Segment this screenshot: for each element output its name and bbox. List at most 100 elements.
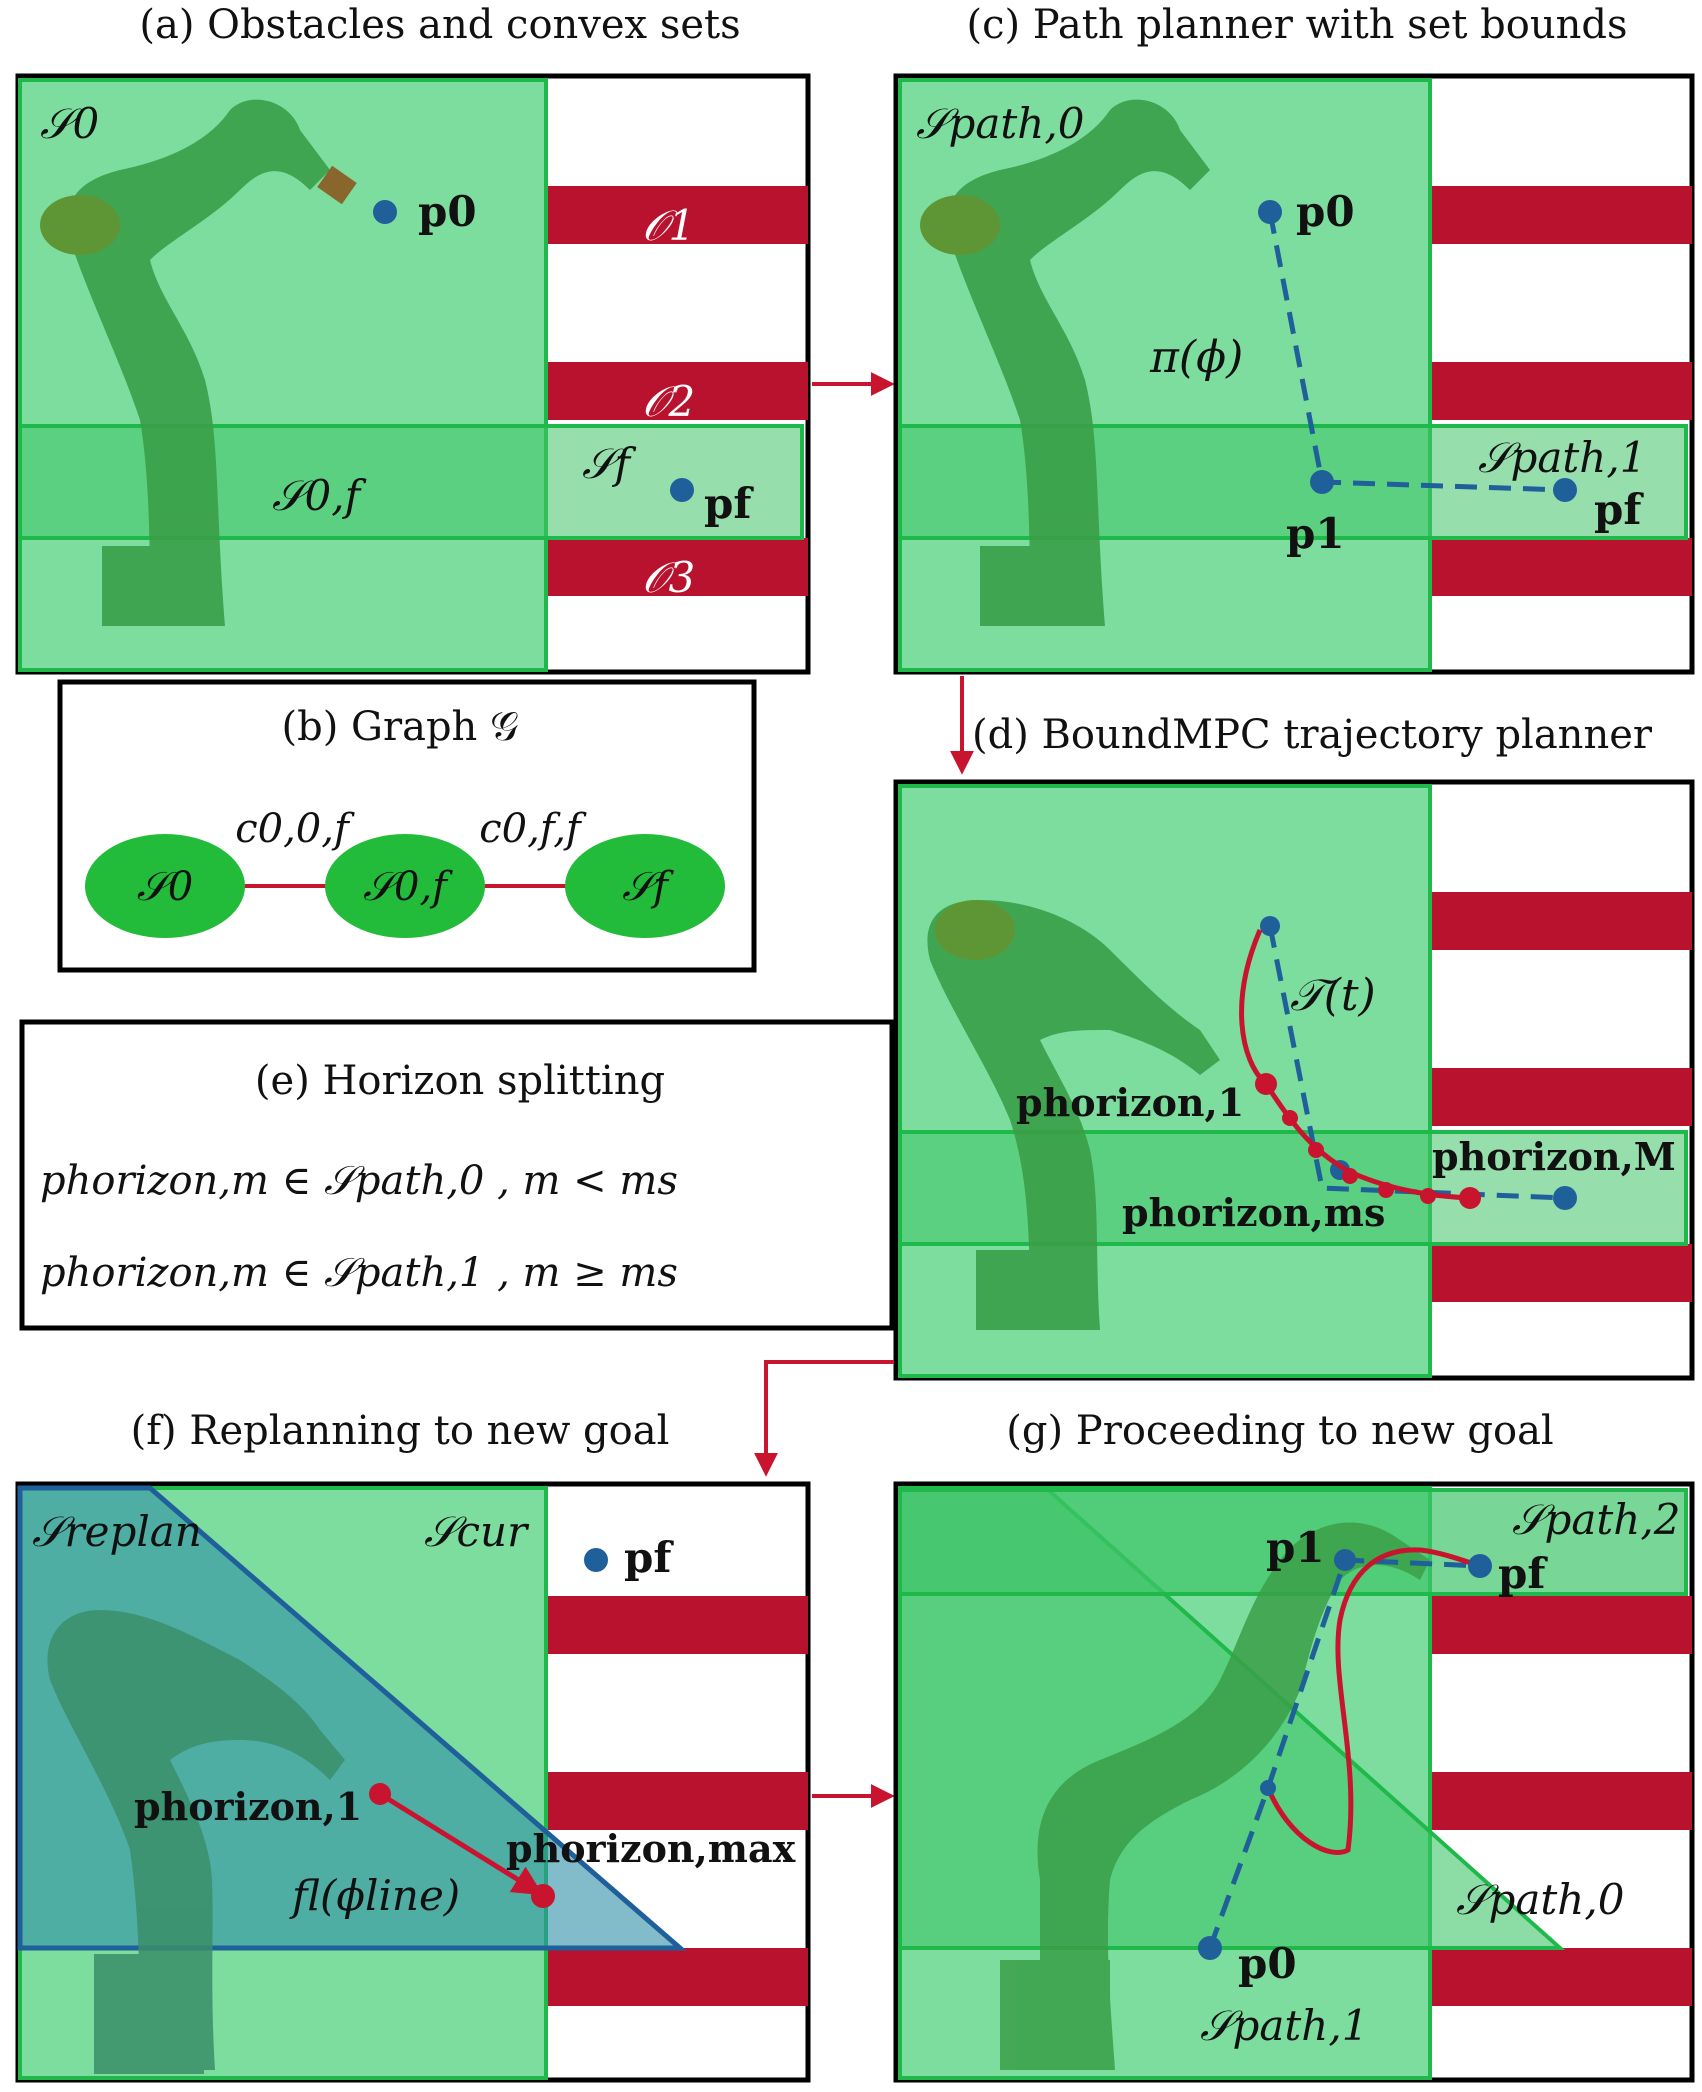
label-o1: 𝒪1 <box>642 201 695 250</box>
obstacle-d2 <box>1432 1068 1692 1126</box>
point-c-p1 <box>1310 470 1334 494</box>
panel-f: (f) Replanning to new goal 𝒮replan 𝒮cur … <box>15 1408 811 2083</box>
obstacle-g1 <box>1432 1596 1692 1654</box>
label-s0: 𝒮0 <box>40 99 99 148</box>
robot-arm-icon <box>40 99 357 626</box>
label-pf: pf <box>704 479 754 528</box>
point-c-p0 <box>1258 200 1282 224</box>
graph-node-s0 <box>85 834 245 938</box>
panel-e-frame <box>19 1019 895 1331</box>
horizon-point-1 <box>1255 1073 1277 1095</box>
robot-arm-icon-f <box>47 1610 345 2074</box>
point-g-pf <box>1468 1554 1492 1578</box>
point-g-p1 <box>1334 1549 1356 1571</box>
obstacle-g3 <box>1432 1948 1692 2006</box>
horizon-point-4 <box>1342 1168 1358 1184</box>
label-phms: phorizon,ms <box>1122 1190 1385 1235</box>
panel-d: (d) BoundMPC trajectory planner 𝒯(t) pho… <box>893 712 1695 1381</box>
label-sreplan: 𝒮replan <box>32 1507 202 1556</box>
label-traj: 𝒯(t) <box>1290 970 1376 1021</box>
trajectory-g <box>1265 1547 1481 1855</box>
edge-0-label: c0,0,f <box>235 806 355 852</box>
point-f-pf <box>584 1548 608 1572</box>
label-o2: 𝒪2 <box>642 377 695 426</box>
arrow-d-to-f <box>754 1360 894 1477</box>
horizon-point-6 <box>1420 1188 1436 1204</box>
obstacle-c2 <box>1432 362 1692 420</box>
obstacle-d1 <box>1432 892 1692 950</box>
panel-c: (c) Path planner with set bounds 𝒮path,0… <box>893 2 1695 675</box>
label-g-p0: p0 <box>1238 1939 1297 1988</box>
label-o3: 𝒪3 <box>642 553 695 602</box>
point-g-mid <box>1260 1780 1276 1796</box>
graph-node-sf <box>565 834 725 938</box>
edge-1-label: c0,f,f <box>479 806 587 852</box>
panel-f-title: (f) Replanning to new goal <box>131 1408 670 1454</box>
label-g-spath0: 𝒮path,0 <box>1456 1875 1624 1924</box>
graph-node-s0f-label: 𝒮0,f <box>363 864 453 910</box>
label-scur: 𝒮cur <box>424 1507 530 1556</box>
obstacle-f1 <box>548 1596 808 1654</box>
horizon-point-M <box>1459 1187 1481 1209</box>
point-d-pf <box>1553 1186 1577 1210</box>
label-phmax: phorizon,max <box>506 1826 796 1871</box>
trajectory-T <box>1239 929 1471 1201</box>
horizon-point-2 <box>1282 1110 1298 1126</box>
point-g-p0 <box>1198 1936 1222 1960</box>
graph-node-sf-label: 𝒮f <box>622 864 674 910</box>
point-pf <box>670 478 694 502</box>
panel-d-title: (d) BoundMPC trajectory planner <box>972 712 1653 758</box>
obstacle-o2 <box>548 362 808 420</box>
horizon-point-5 <box>1378 1182 1394 1198</box>
label-c-p0: p0 <box>1296 187 1355 236</box>
obstacle-o3 <box>548 538 808 596</box>
panel-e-line1: phorizon,m ∈ 𝒮path,0 , m < ms <box>40 1158 678 1204</box>
path-d-blue <box>1267 925 1566 1201</box>
point-p0 <box>373 200 397 224</box>
panel-e-title: (e) Horizon splitting <box>255 1058 665 1104</box>
label-fl: fl(ϕline) <box>289 1871 460 1920</box>
label-s0f: 𝒮0,f <box>272 471 367 520</box>
robot-arm-icon-c <box>920 99 1210 626</box>
label-spath0: 𝒮path,0 <box>916 99 1084 148</box>
path-g-blue <box>1207 1557 1481 1949</box>
point-d-p0 <box>1260 916 1280 936</box>
label-spath2: 𝒮path,2 <box>1512 1495 1680 1544</box>
panel-b-title: (b) Graph 𝒢 <box>281 704 518 750</box>
obstacle-g2 <box>1432 1772 1692 1830</box>
panel-a-title: (a) Obstacles and convex sets <box>139 2 740 48</box>
panel-e: (e) Horizon splitting phorizon,m ∈ 𝒮path… <box>19 1019 895 1331</box>
label-c-pf: pf <box>1594 485 1644 534</box>
arrow-fl <box>378 1791 544 1896</box>
label-sf: 𝒮f <box>582 439 637 488</box>
label-f-ph1: phorizon,1 <box>134 1784 362 1829</box>
robot-arm-icon-g <box>1000 1522 1430 2070</box>
label-f-pf: pf <box>624 1533 674 1582</box>
label-spath1: 𝒮path,1 <box>1478 433 1646 482</box>
obstacle-o1 <box>548 186 808 244</box>
panel-b: (b) Graph 𝒢 𝒮0 𝒮0,f 𝒮f c0,0,f c0,f,f <box>57 679 757 973</box>
graph-node-s0f <box>325 834 485 938</box>
obstacle-f2 <box>548 1772 808 1830</box>
label-phM: phorizon,M <box>1432 1134 1676 1179</box>
obstacle-f3 <box>548 1948 808 2006</box>
label-c-p1: p1 <box>1286 509 1345 558</box>
point-f-phmax <box>531 1884 555 1908</box>
panel-e-line2: phorizon,m ∈ 𝒮path,1 , m ≥ ms <box>40 1250 678 1296</box>
panel-c-title: (c) Path planner with set bounds <box>966 2 1627 48</box>
label-g-spath1: 𝒮path,1 <box>1200 2001 1368 2050</box>
panel-g-title: (g) Proceeding to new goal <box>1006 1408 1553 1454</box>
point-c-pf <box>1553 478 1577 502</box>
label-g-p1: p1 <box>1266 1523 1325 1572</box>
obstacle-d3 <box>1432 1244 1692 1302</box>
obstacle-c3 <box>1432 538 1692 596</box>
panel-g: (g) Proceeding to new goal 𝒮path,2 p1 pf… <box>893 1408 1695 2083</box>
label-p0: p0 <box>418 187 477 236</box>
point-f-ph1 <box>369 1783 391 1805</box>
label-pi: π(ϕ) <box>1149 332 1243 383</box>
label-g-pf: pf <box>1498 1549 1548 1598</box>
obstacle-c1 <box>1432 186 1692 244</box>
label-ph1: phorizon,1 <box>1016 1080 1244 1125</box>
robot-arm-icon-d <box>927 900 1220 1330</box>
